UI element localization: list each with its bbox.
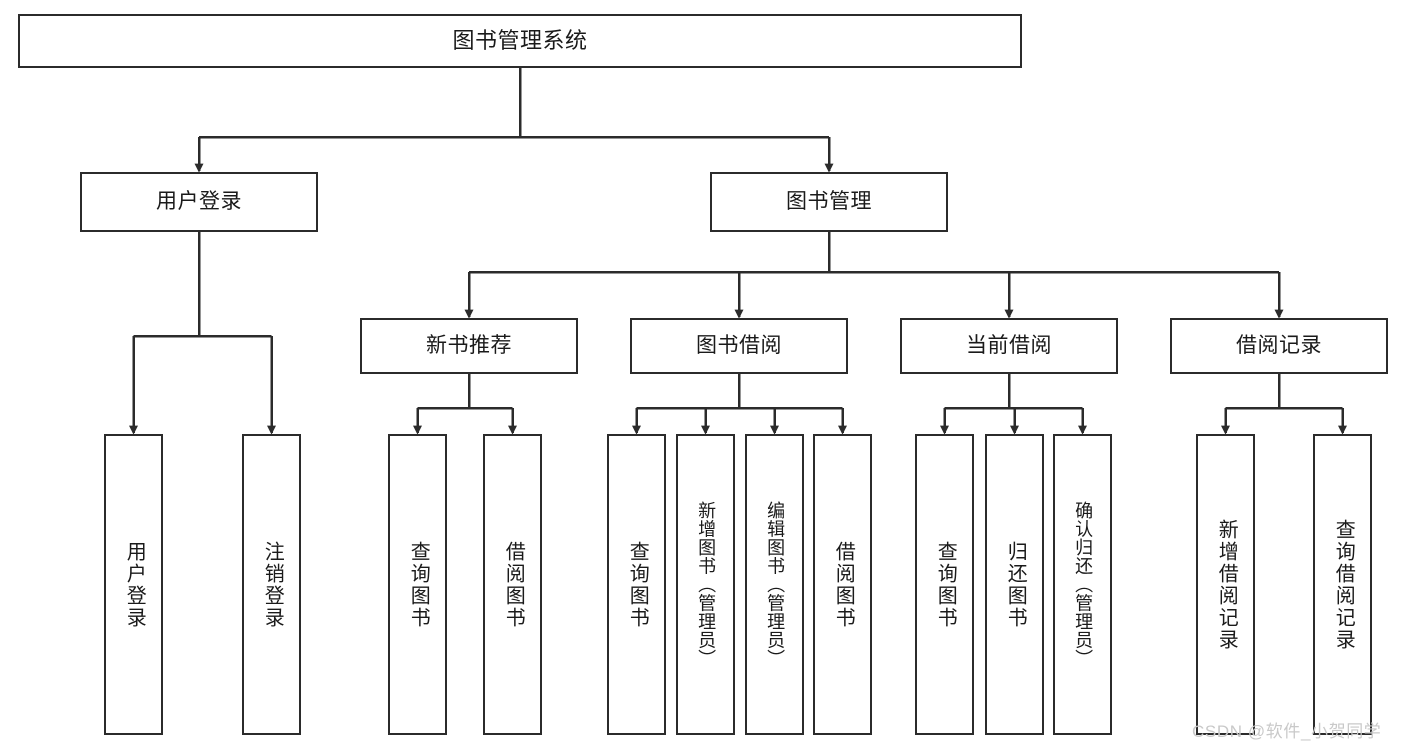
- node-leaf-cb-query[interactable]: 查询图书: [915, 434, 974, 735]
- node-leaf-rec-query[interactable]: 查询图书: [388, 434, 447, 735]
- node-l2-book-mgmt[interactable]: 图书管理: [710, 172, 948, 232]
- node-l3-new-book-rec[interactable]: 新书推荐: [360, 318, 578, 374]
- node-label: 归还图书: [1004, 540, 1027, 629]
- node-label: 新书推荐: [426, 333, 512, 357]
- node-l3-current-borrow[interactable]: 当前借阅: [900, 318, 1118, 374]
- node-leaf-br-add[interactable]: 新增借阅记录: [1196, 434, 1255, 735]
- node-label: 查询图书: [934, 540, 957, 629]
- node-label: 借阅记录: [1236, 333, 1322, 357]
- node-label: 新增借阅记录: [1215, 518, 1238, 651]
- node-leaf-cb-confirm[interactable]: 确认归还（管理员）: [1053, 434, 1112, 735]
- node-label: 借阅图书: [832, 540, 855, 629]
- node-label: 图书管理系统: [452, 28, 588, 54]
- node-label: 查询图书: [626, 540, 649, 629]
- node-leaf-user-logout[interactable]: 注销登录: [242, 434, 301, 735]
- node-leaf-bb-borrow[interactable]: 借阅图书: [813, 434, 872, 735]
- node-leaf-br-query[interactable]: 查询借阅记录: [1313, 434, 1372, 735]
- node-label: 编辑图书（管理员）: [765, 501, 786, 668]
- node-label: 当前借阅: [966, 333, 1052, 357]
- node-label: 用户登录: [123, 540, 146, 629]
- node-label: 查询借阅记录: [1332, 518, 1355, 651]
- watermark: CSDN @软件_小贺同学: [1192, 722, 1382, 741]
- node-root[interactable]: 图书管理系统: [18, 14, 1022, 68]
- node-l3-book-borrow[interactable]: 图书借阅: [630, 318, 848, 374]
- node-l3-borrow-record[interactable]: 借阅记录: [1170, 318, 1388, 374]
- node-leaf-rec-borrow[interactable]: 借阅图书: [483, 434, 542, 735]
- node-label: 借阅图书: [502, 540, 525, 629]
- node-leaf-bb-add[interactable]: 新增图书（管理员）: [676, 434, 735, 735]
- node-leaf-bb-query[interactable]: 查询图书: [607, 434, 666, 735]
- node-label: 新增图书（管理员）: [696, 501, 717, 668]
- node-label: 图书借阅: [696, 333, 782, 357]
- node-leaf-cb-return[interactable]: 归还图书: [985, 434, 1044, 735]
- node-label: 查询图书: [407, 540, 430, 629]
- node-leaf-user-login[interactable]: 用户登录: [104, 434, 163, 735]
- node-l2-user-login[interactable]: 用户登录: [80, 172, 318, 232]
- connector-lines: [129, 68, 1347, 435]
- node-label: 图书管理: [786, 189, 872, 213]
- node-leaf-bb-edit[interactable]: 编辑图书（管理员）: [745, 434, 804, 735]
- node-label: 注销登录: [261, 540, 284, 629]
- node-label: 用户登录: [156, 189, 242, 213]
- node-label: 确认归还（管理员）: [1073, 501, 1094, 668]
